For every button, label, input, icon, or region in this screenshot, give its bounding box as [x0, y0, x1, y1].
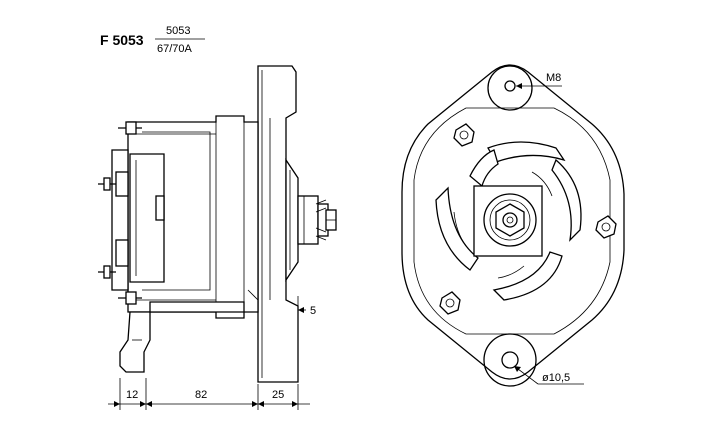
top-ear [487, 65, 533, 111]
center-nut [495, 203, 525, 237]
housing-bolt [595, 215, 617, 239]
ref-bottom: 67/70A [157, 43, 193, 55]
front-view [401, 64, 625, 387]
ref-top: 5053 [166, 25, 190, 37]
through-bolt-bottom [125, 291, 137, 305]
housing-bolt [439, 291, 461, 315]
fan-vent [551, 158, 582, 242]
pulley-hub [473, 185, 543, 257]
thread-callout: M8 [516, 72, 562, 89]
fan-vent [435, 186, 479, 271]
m8-hole [504, 80, 516, 92]
rear-plate [111, 149, 129, 291]
hole-callout: ø10,5 [513, 365, 584, 385]
dim-12: 12 [126, 389, 138, 401]
fan-vent [469, 149, 499, 188]
offset-dimension: 5 [297, 296, 316, 326]
hole-label: ø10,5 [542, 372, 570, 384]
dim-25: 25 [272, 389, 284, 401]
shaft-hub [297, 195, 319, 245]
side-view [98, 65, 337, 383]
fan-vent [492, 251, 563, 301]
through-bolt-top [125, 121, 137, 135]
mounting-foot [119, 311, 151, 373]
mount-hole [501, 351, 519, 369]
dimension-chain: 12 82 25 [108, 378, 310, 410]
fan-vent [487, 141, 566, 163]
dim-offset: 5 [310, 305, 316, 317]
housing-bolt [453, 123, 475, 147]
thread-label: M8 [546, 72, 561, 84]
regulator-box [129, 153, 165, 283]
dim-82: 82 [195, 389, 207, 401]
fan-cone [285, 157, 299, 283]
part-code: F 5053 [100, 32, 144, 48]
